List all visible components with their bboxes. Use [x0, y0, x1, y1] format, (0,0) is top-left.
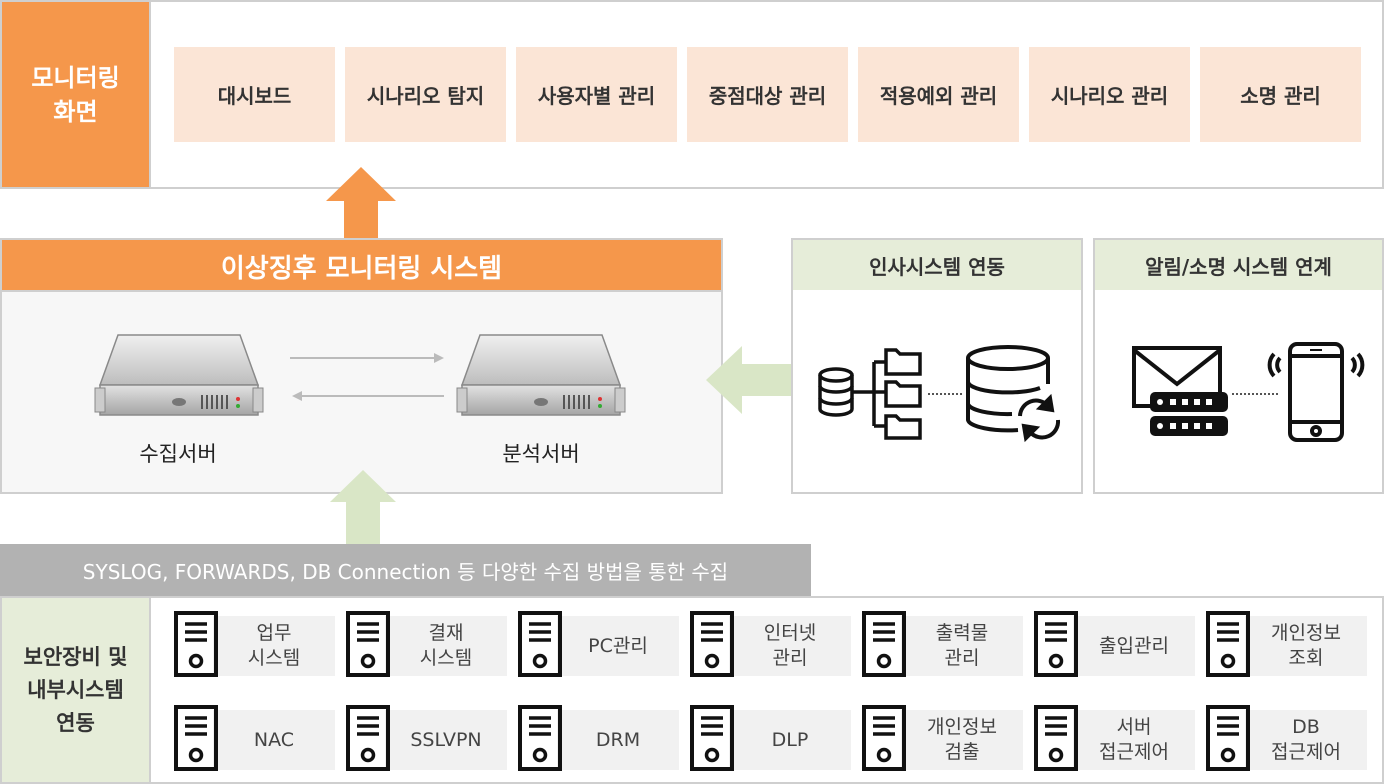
device-item: 개인정보 조회 [1205, 611, 1367, 677]
device-item: 출력물 관리 [861, 611, 1023, 677]
collect-server-icon [94, 334, 264, 416]
server-tower-icon [1033, 704, 1079, 772]
mail-server-icon [1132, 346, 1228, 436]
analysis-server-icon [456, 334, 626, 416]
device-item: 인터넷 관리 [689, 611, 851, 677]
alert-link-title: 알림/소명 시스템 연계 [1145, 254, 1332, 279]
hr-dotted-link-icon [928, 393, 964, 395]
arrow-left-green-icon [706, 346, 794, 414]
device-label: DRM [557, 710, 679, 770]
monitoring-screen-label-text: 모니터링 화면 [31, 63, 120, 126]
server-tower-icon [173, 610, 219, 678]
menu-item[interactable]: 시나리오 관리 [1029, 47, 1190, 142]
arrow-up-orange-icon [326, 167, 396, 239]
hr-database-tree-icon [818, 348, 922, 440]
device-item: 서버 접근제어 [1033, 705, 1195, 771]
device-label: 개인정보 조회 [1245, 616, 1367, 676]
menu-item[interactable]: 사용자별 관리 [516, 47, 677, 142]
server-tower-icon [1205, 704, 1251, 772]
menu-item[interactable]: 소명 관리 [1200, 47, 1361, 142]
device-label: DB 접근제어 [1245, 710, 1367, 770]
hr-db-sync-icon [966, 345, 1061, 443]
device-item: SSLVPN [345, 705, 507, 771]
device-item: DB 접근제어 [1205, 705, 1367, 771]
arrow-up-green-icon [330, 470, 396, 546]
device-item: 개인정보 검출 [861, 705, 1023, 771]
device-item: PC관리 [517, 611, 679, 677]
device-item: NAC [173, 705, 335, 771]
security-integration-label: 보안장비 및 내부시스템 연동 [0, 596, 151, 784]
device-label: 서버 접근제어 [1073, 710, 1195, 770]
server-tower-icon [517, 610, 563, 678]
system-title-text: 이상징후 모니터링 시스템 [220, 253, 503, 284]
server-tower-icon [1033, 610, 1079, 678]
server-tower-icon [173, 704, 219, 772]
device-item: 출입관리 [1033, 611, 1195, 677]
device-item: DRM [517, 705, 679, 771]
device-label: PC관리 [557, 616, 679, 676]
menu-item[interactable]: 시나리오 탐지 [345, 47, 506, 142]
monitoring-screen-label: 모니터링 화면 [0, 0, 151, 189]
server-tower-icon [1205, 610, 1251, 678]
server-tower-icon [861, 704, 907, 772]
device-label: 인터넷 관리 [729, 616, 851, 676]
analysis-server-label: 분석서버 [502, 442, 580, 466]
hr-link-header: 인사시스템 연동 [791, 238, 1083, 292]
device-label: SSLVPN [385, 710, 507, 770]
device-label: DLP [729, 710, 851, 770]
collection-methods-bar: SYSLOG, FORWARDS, DB Connection 등 다양한 수집… [0, 544, 811, 596]
device-item: DLP [689, 705, 851, 771]
device-label: 출입관리 [1073, 616, 1195, 676]
device-item: 결재 시스템 [345, 611, 507, 677]
server-tower-icon [517, 704, 563, 772]
server-tower-icon [689, 704, 735, 772]
menu-item[interactable]: 대시보드 [174, 47, 335, 142]
security-integration-label-text: 보안장비 및 내부시스템 연동 [23, 644, 128, 735]
server-tower-icon [861, 610, 907, 678]
device-label: 출력물 관리 [901, 616, 1023, 676]
device-label: 개인정보 검출 [901, 710, 1023, 770]
device-label: NAC [213, 710, 335, 770]
smartphone-icon [1267, 342, 1365, 442]
menu-item[interactable]: 적용예외 관리 [858, 47, 1019, 142]
server-tower-icon [689, 610, 735, 678]
server-sync-arrows-icon [290, 353, 444, 401]
collection-methods-text: SYSLOG, FORWARDS, DB Connection 등 다양한 수집… [82, 559, 729, 584]
hr-link-title: 인사시스템 연동 [869, 254, 1005, 279]
menu-item[interactable]: 중점대상 관리 [687, 47, 848, 142]
server-tower-icon [345, 610, 391, 678]
collect-server-label: 수집서버 [139, 442, 217, 466]
system-title: 이상징후 모니터링 시스템 [0, 238, 723, 292]
device-item: 업무 시스템 [173, 611, 335, 677]
device-label: 결재 시스템 [385, 616, 507, 676]
alert-link-header: 알림/소명 시스템 연계 [1093, 238, 1384, 292]
server-tower-icon [345, 704, 391, 772]
device-label: 업무 시스템 [213, 616, 335, 676]
alert-link-body [1093, 290, 1384, 494]
